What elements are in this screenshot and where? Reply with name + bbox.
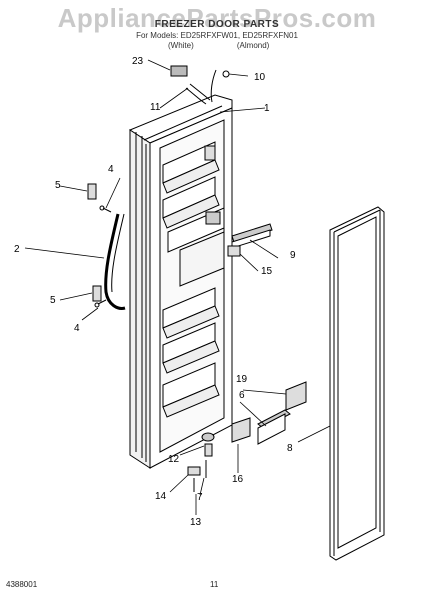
callout-13: 13 [190,517,202,528]
handle-trim-upper [87,183,97,200]
variant-almond: (Almond) [236,41,270,50]
callout-10: 10 [254,72,266,83]
callout-23: 23 [132,56,144,67]
door-bin-middle [162,287,220,374]
callout-16: 16 [232,474,244,485]
callout-4-upper: 4 [108,164,114,175]
dispenser-opening [167,207,225,287]
document-code: 4388001 [6,580,38,589]
dispenser-trim [227,223,273,257]
callout-15: 15 [261,266,273,277]
door-bin-lower [162,362,220,418]
callout-14: 14 [155,491,167,502]
lower-hinge-parts [187,432,215,492]
callout-2: 2 [14,244,20,255]
callout-12: 12 [168,454,180,465]
model-list: For Models: ED25RFXFW01, ED25RFXFN01 [136,31,298,40]
callout-9: 9 [290,250,296,261]
wire-harness [170,65,230,105]
callout-6: 6 [239,390,245,401]
callout-8: 8 [287,443,293,454]
callout-4-lower: 4 [74,323,80,334]
callout-7: 7 [197,492,203,503]
variant-white: (White) [167,41,194,50]
door-bin-upper [162,141,220,229]
color-variants: (White) (Almond) [0,41,434,50]
callout-5-lower: 5 [50,295,56,306]
callout-1: 1 [264,103,270,114]
handle-screw-lower [94,299,107,308]
handle-screw-upper [99,205,112,213]
diagram-title: FREEZER DOOR PARTS [154,19,280,30]
callout-19: 19 [236,374,248,385]
callout-5-upper: 5 [55,180,61,191]
handle-trim-lower [92,285,102,302]
door-panel [128,94,233,469]
door-gasket [329,206,385,561]
watermark: AppliancePartsPros.com [57,3,377,33]
door-closure-parts [231,381,307,445]
callout-11: 11 [150,102,161,113]
page-number: 11 [210,580,219,589]
door-handle [104,213,126,310]
